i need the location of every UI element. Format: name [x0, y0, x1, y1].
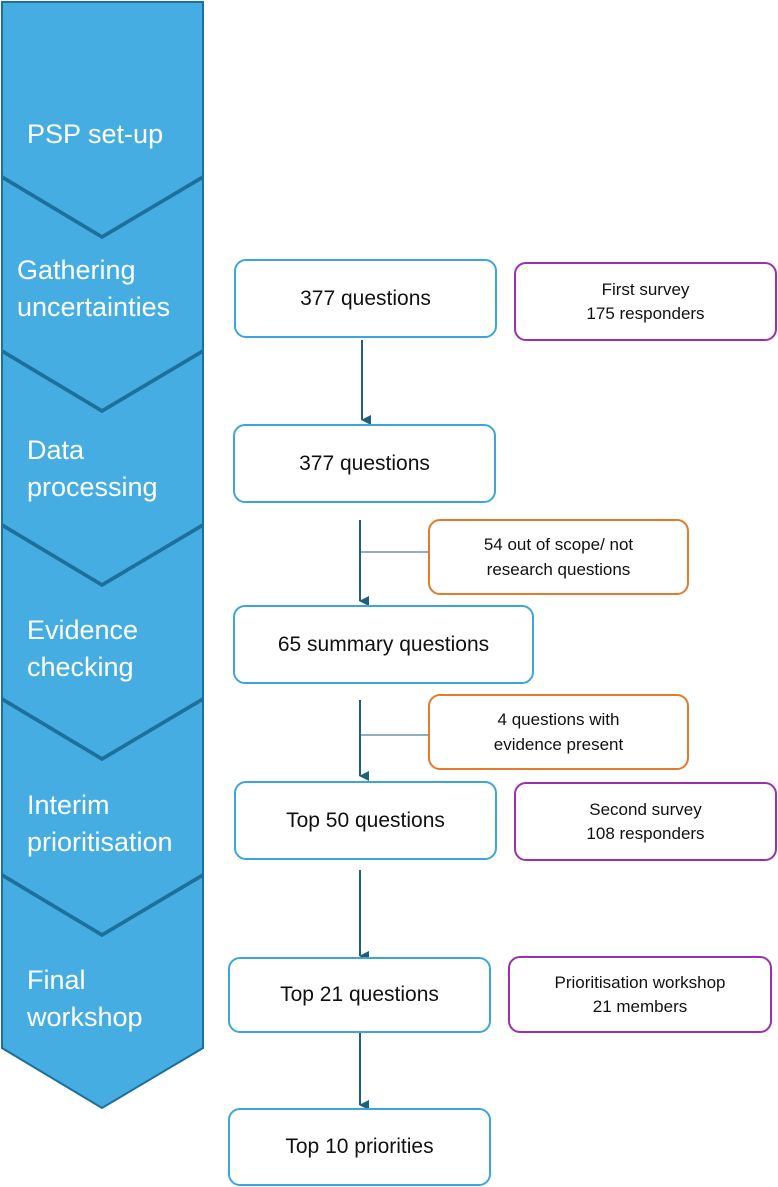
participation-box-workshop: Prioritisation workshop 21 members — [508, 956, 772, 1033]
stage-label-gathering-uncertainties: Gathering uncertainties — [17, 255, 171, 322]
participation-box-first-survey: First survey 175 responders — [514, 262, 777, 341]
exclusion-box-evidence-present: 4 questions with evidence present — [428, 694, 689, 770]
chevron-evidence-checking — [0, 524, 204, 760]
chevron-psp-setup — [0, 1, 204, 238]
chevron-data-processing — [0, 350, 204, 586]
flow-box-processing: 377 questions — [233, 424, 496, 503]
flow-box-gathering: 377 questions — [234, 259, 497, 338]
stage-label-final-workshop: Final workshop — [27, 965, 143, 1032]
flow-box-final: Top 21 questions — [228, 957, 491, 1033]
flow-box-interim: Top 50 questions — [234, 781, 497, 860]
stage-label-psp-setup: PSP set-up — [27, 119, 164, 149]
stage-label-interim-prioritisation: Interim prioritisation — [27, 790, 173, 857]
chevron-interim-prioritisation — [0, 698, 204, 936]
stage-label-data-processing: Data processing — [27, 435, 158, 502]
flow-box-evidence: 65 summary questions — [233, 605, 534, 684]
flow-box-top-priorities: Top 10 priorities — [228, 1108, 491, 1186]
stage-label-evidence-checking: Evidence checking — [27, 615, 139, 682]
exclusion-box-out-of-scope: 54 out of scope/ not research questions — [428, 519, 689, 595]
chevron-final-workshop — [0, 874, 204, 1110]
participation-box-second-survey: Second survey 108 responders — [514, 782, 777, 861]
chevron-gathering-uncertainties — [0, 176, 204, 412]
